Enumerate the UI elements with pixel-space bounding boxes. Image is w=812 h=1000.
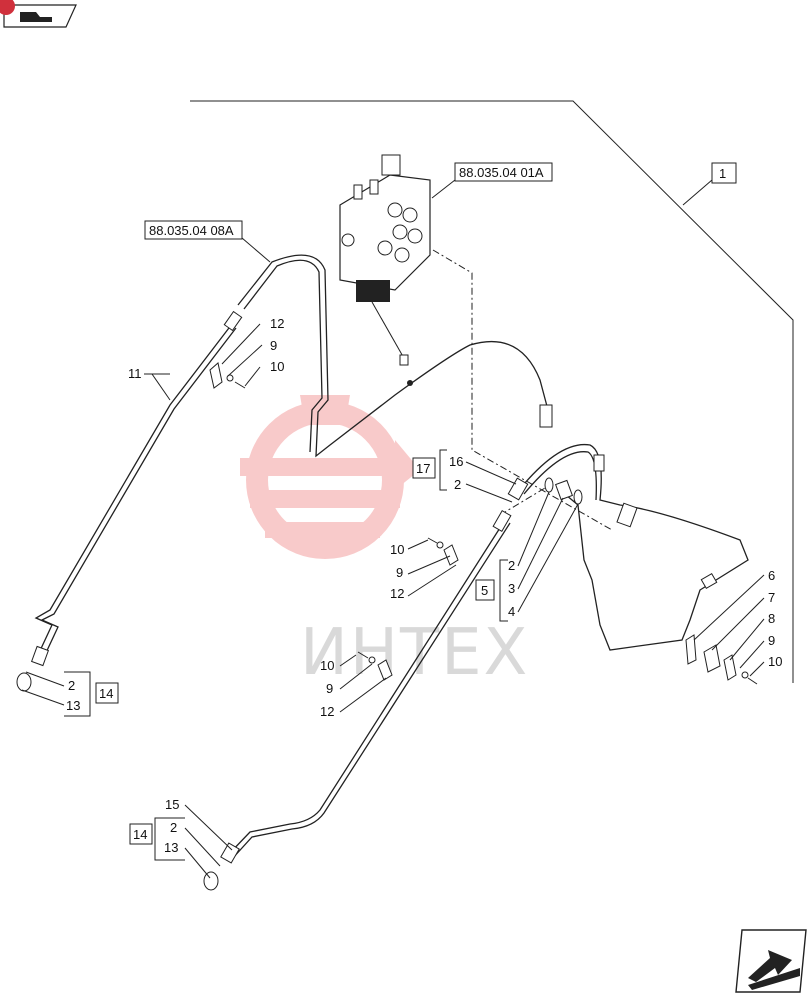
kit-box-14-bottom: 14 — [129, 817, 185, 861]
callout-16: 16 — [449, 454, 463, 469]
callout-2: 2 — [170, 820, 177, 835]
callout-12: 12 — [320, 704, 334, 719]
callout-10: 10 — [768, 654, 782, 669]
callout-3: 3 — [508, 581, 515, 596]
valve-reference-text: 88.035.04 01A — [459, 165, 544, 180]
pipe-item-15 — [203, 510, 512, 891]
clamp-assembly-d — [685, 634, 758, 685]
centre-line-2 — [499, 487, 546, 516]
fittings-2-3-4 — [544, 477, 583, 505]
pipe-reference-text: 88.035.04 08A — [149, 223, 234, 238]
kit-box-14-left: 14 — [64, 671, 119, 717]
callout-13: 13 — [164, 840, 178, 855]
svg-text:17: 17 — [416, 461, 430, 476]
callout-12: 12 — [270, 316, 284, 331]
callout-9: 9 — [326, 681, 333, 696]
callout-7: 7 — [768, 590, 775, 605]
callout-4: 4 — [508, 604, 515, 619]
svg-text:1: 1 — [719, 166, 726, 181]
callout-13: 13 — [66, 698, 80, 713]
pipe-reference-label[interactable]: 88.035.04 08A — [144, 220, 271, 263]
book-arrow-icon[interactable] — [0, 0, 77, 28]
callout-12: 12 — [390, 586, 404, 601]
kit-box-17: 17 — [412, 449, 447, 491]
callout-9: 9 — [396, 565, 403, 580]
callout-6: 6 — [768, 568, 775, 583]
kit-1-bracket — [190, 100, 794, 683]
watermark-text: ИНТЕХ — [300, 616, 529, 690]
clamp-assembly-b — [427, 537, 459, 566]
callout-10: 10 — [320, 658, 334, 673]
callout-15: 15 — [165, 797, 179, 812]
callout-2: 2 — [508, 558, 515, 573]
clamp-assembly-a — [209, 362, 246, 389]
kit-box-5: 5 — [475, 559, 508, 622]
pipe-loop-left — [237, 254, 553, 458]
pipe-item-11 — [16, 310, 243, 692]
callout-2: 2 — [68, 678, 75, 693]
next-page-arrow-icon[interactable] — [735, 929, 807, 993]
control-valve — [339, 154, 431, 366]
callout-9: 9 — [270, 338, 277, 353]
callout-10: 10 — [390, 542, 404, 557]
kit-box-1: 1 — [711, 162, 737, 184]
callout-labels: 11 12 9 10 16 2 10 9 12 2 3 4 10 9 12 6 … — [66, 316, 782, 855]
callout-9: 9 — [768, 633, 775, 648]
leader-lines — [21, 323, 765, 879]
clamp-assembly-c — [357, 651, 393, 681]
svg-text:14: 14 — [133, 827, 147, 842]
valve-reference-label[interactable]: 88.035.04 01A — [431, 162, 553, 199]
callout-8: 8 — [768, 611, 775, 626]
callout-10: 10 — [270, 359, 284, 374]
watermark-logo — [240, 395, 420, 559]
callout-11: 11 — [128, 366, 142, 381]
pipe-right-loop — [507, 443, 749, 651]
svg-text:14: 14 — [99, 686, 113, 701]
svg-text:5: 5 — [481, 583, 488, 598]
callout-2: 2 — [454, 477, 461, 492]
